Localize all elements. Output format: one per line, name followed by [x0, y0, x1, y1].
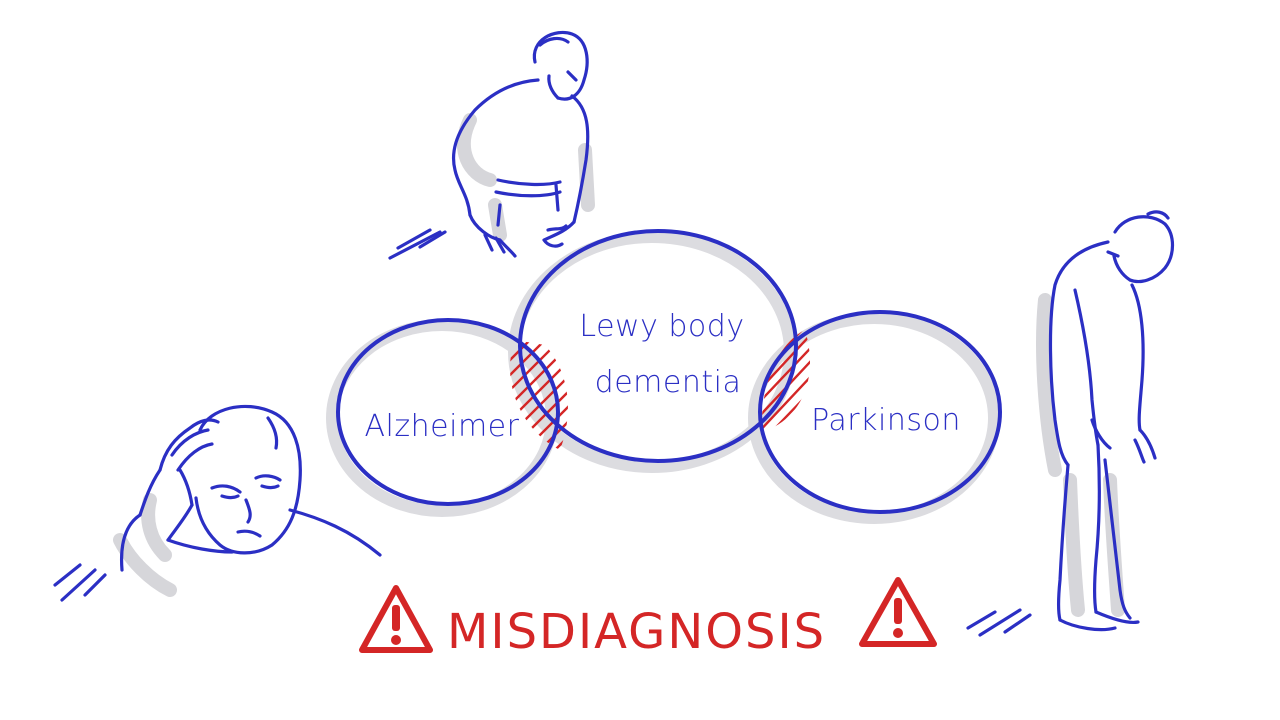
set-alzheimer-circle	[336, 318, 560, 506]
misdiagnosis-banner: MISDIAGNOSIS	[359, 577, 937, 660]
set-parkinson-circle	[758, 310, 1002, 514]
warning-triangle-icon	[359, 585, 433, 653]
label-lewy-line2: dementia	[595, 365, 742, 400]
warning-triangle-icon	[859, 577, 937, 647]
venn-diagram: Alzheimer Lewy body dementia Parkinson	[326, 229, 1002, 524]
label-lewy-line1: Lewy body	[579, 309, 744, 344]
man-headache-illustration	[53, 404, 382, 602]
set-lewy-circle	[518, 229, 798, 463]
man-stooped-illustration	[966, 210, 1175, 637]
label-alzheimer: Alzheimer	[365, 409, 520, 444]
label-parkinson: Parkinson	[811, 403, 961, 438]
man-leaning-illustration	[388, 30, 595, 260]
misdiagnosis-text: MISDIAGNOSIS	[447, 604, 826, 660]
